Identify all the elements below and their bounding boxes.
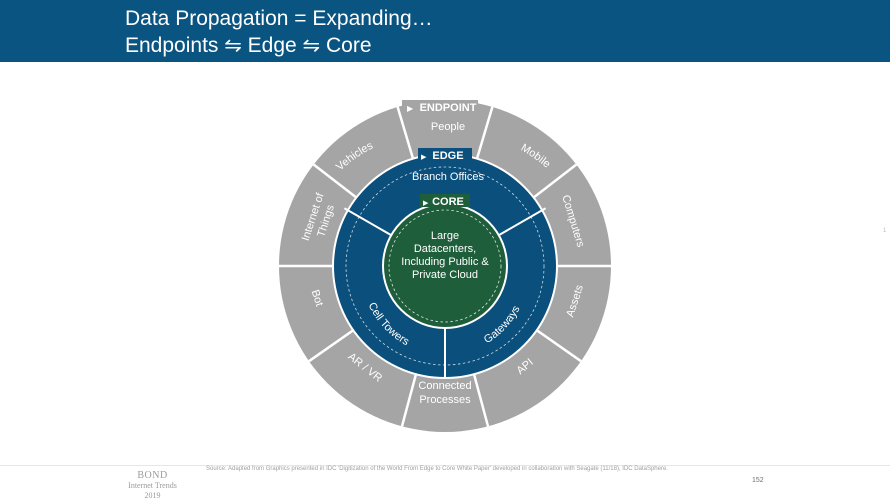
segment-bot: Bot: [309, 288, 326, 307]
brand-logo: BOND: [137, 470, 168, 481]
core-text-line-2: Datacenters,: [414, 243, 476, 255]
page-number: 152: [752, 477, 764, 484]
corner-mark: 1: [883, 228, 887, 234]
brand-year: 2019: [144, 491, 161, 500]
core-text-line-1: Large: [431, 230, 459, 242]
segment-connected-processes-line-1: Connected: [418, 380, 471, 392]
edge-ring-label: EDGE: [432, 150, 463, 162]
source-note: Source: Adapted from Graphics presented …: [206, 466, 668, 472]
core-text-line-3: Including Public &: [401, 256, 489, 268]
segment-people: People: [431, 121, 465, 133]
core-text-line-4: Private Cloud: [412, 269, 478, 281]
edge-segment-branch-offices: Branch Offices: [412, 171, 484, 183]
edge-label-box: [418, 148, 472, 161]
footer-divider: [0, 465, 890, 466]
endpoint-ring-label: ENDPOINT: [420, 102, 477, 114]
edge-arrow-icon: ▶: [421, 153, 427, 161]
endpoint-arrow-icon: ▶: [407, 104, 414, 113]
slide-title-line-2: Endpoints ⇋ Edge ⇋ Core: [125, 34, 372, 57]
core-ring-label: CORE: [432, 196, 464, 208]
segment-connected-processes-line-2: Processes: [419, 394, 471, 406]
endpoint-label-box: [402, 100, 478, 114]
slide-header: Data Propagation = Expanding… Endpoints …: [0, 0, 890, 62]
core-arrow-icon: ▶: [423, 199, 429, 207]
slide-title-line-1: Data Propagation = Expanding…: [125, 7, 433, 30]
brand-subtitle: Internet Trends: [128, 481, 177, 490]
core-label-box: [420, 194, 470, 207]
